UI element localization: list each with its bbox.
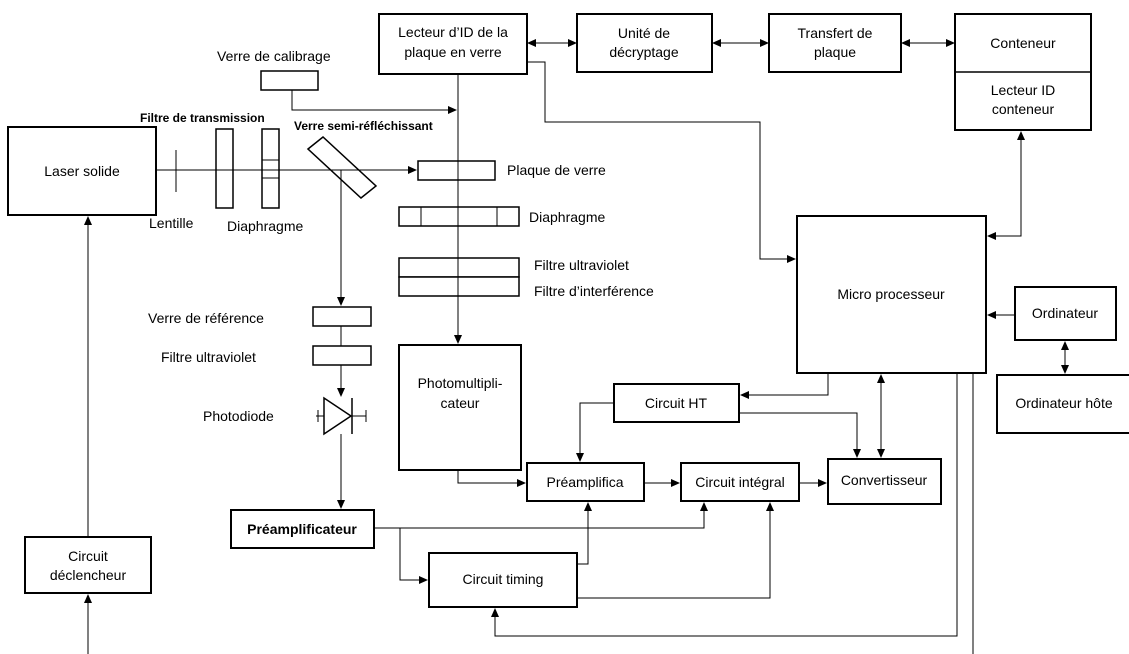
microprocessor-box: Micro processeur: [796, 215, 987, 374]
photomultiplier-label-1: Photomultipli-: [418, 375, 503, 391]
side-preamp-to-timing: [399, 528, 428, 584]
trigger-circuit-box: Circuit déclencheur: [24, 536, 152, 594]
decryption-unit-box: Unité de décryptage: [576, 13, 713, 73]
converter-box: Convertisseur: [827, 458, 942, 505]
trigger-circuit-label-1: Circuit: [68, 548, 108, 564]
decryption-unit-label-2: décryptage: [609, 44, 678, 60]
diaphragm-left: [261, 128, 280, 209]
container-label: Conteneur: [990, 35, 1056, 51]
timing-circuit-label: Circuit timing: [463, 571, 544, 587]
glass-id-reader-label-2: plaque en verre: [404, 44, 502, 60]
decryption-unit-label-1: Unité de: [618, 25, 670, 41]
diaphragm-left-label: Diaphragme: [227, 218, 303, 234]
photomultiplier-label-2: cateur: [441, 395, 480, 411]
plate-transfer-label-2: plaque: [814, 44, 856, 60]
timing-circuit-box: Circuit timing: [428, 552, 578, 608]
transmission-filter: [215, 128, 234, 209]
timing-to-preamp: [577, 502, 592, 565]
container-reader-label-2: conteneur: [992, 101, 1055, 117]
converter-label: Convertisseur: [841, 472, 928, 488]
microprocessor-to-ht: [740, 373, 829, 399]
uv-filter-left-label: Filtre ultraviolet: [161, 349, 256, 365]
glass-id-reader-box: Lecteur d’ID de la plaque en verre: [378, 13, 528, 75]
interference-filter-label: Filtre d’interférence: [534, 283, 654, 299]
calibration-glass-label: Verre de calibrage: [217, 48, 331, 64]
photodiode-label: Photodiode: [203, 408, 274, 424]
semi-reflective-glass: [306, 136, 378, 199]
main-preamplifier-label: Préamplifica: [546, 474, 623, 490]
laser-label: Laser solide: [44, 163, 120, 179]
interference-filter: [398, 276, 520, 297]
host-computer-box: Ordinateur hôte: [996, 374, 1129, 434]
plate-transfer-box: Transfert de plaque: [768, 13, 902, 73]
laser-box: Laser solide: [7, 126, 157, 216]
uv-filter-right-label: Filtre ultraviolet: [534, 257, 629, 273]
container-box: Conteneur Lecteur ID conteneur: [954, 13, 1092, 131]
container-microprocessor-link: [987, 131, 1025, 240]
diaphragm-right-label: Diaphragme: [529, 209, 605, 225]
ht-to-preamp: [576, 402, 614, 462]
photomultiplier-box: Photomultipli- cateur: [398, 344, 522, 471]
reader-to-microprocessor: [527, 61, 796, 263]
main-preamplifier-box: Préamplifica: [526, 462, 645, 502]
trigger-circuit-label-2: déclencheur: [50, 567, 127, 583]
photomultiplier-to-preamp: [457, 470, 526, 487]
reference-glass-label: Verre de référence: [148, 310, 264, 326]
side-preamplifier-box: Préamplificateur: [230, 509, 375, 549]
microprocessor-to-timing: [491, 373, 958, 637]
integral-circuit-label: Circuit intégral: [695, 474, 784, 490]
transmission-filter-label: Filtre de transmission: [140, 111, 265, 125]
microprocessor-label: Micro processeur: [837, 286, 945, 302]
plate-transfer-label-1: Transfert de: [798, 25, 873, 41]
ht-to-converter: [739, 412, 861, 458]
host-computer-label: Ordinateur hôte: [1015, 395, 1112, 411]
glass-id-reader-label-1: Lecteur d’ID de la: [398, 24, 508, 40]
reference-glass: [312, 306, 372, 327]
ht-circuit-box: Circuit HT: [613, 383, 740, 423]
uv-filter-left: [312, 345, 372, 366]
side-preamp-to-integral: [374, 502, 708, 529]
side-preamplifier-label: Préamplificateur: [247, 521, 357, 537]
ht-circuit-label: Circuit HT: [645, 395, 708, 411]
computer-box: Ordinateur: [1014, 286, 1117, 341]
integral-circuit-box: Circuit intégral: [680, 462, 800, 502]
computer-label: Ordinateur: [1032, 305, 1098, 321]
diaphragm-right: [398, 206, 520, 227]
timing-to-integral: [577, 502, 774, 599]
calibration-to-path: [291, 90, 457, 114]
photodiode-symbol: [316, 396, 367, 436]
lens-label: Lentille: [149, 215, 194, 231]
glass-plate: [417, 160, 496, 181]
calibration-glass: [260, 70, 319, 91]
semi-reflective-label: Verre semi-réfléchissant: [294, 119, 433, 133]
container-reader-label-1: Lecteur ID: [991, 82, 1056, 98]
glass-plate-label: Plaque de verre: [507, 162, 606, 178]
uv-filter-right: [398, 257, 520, 278]
